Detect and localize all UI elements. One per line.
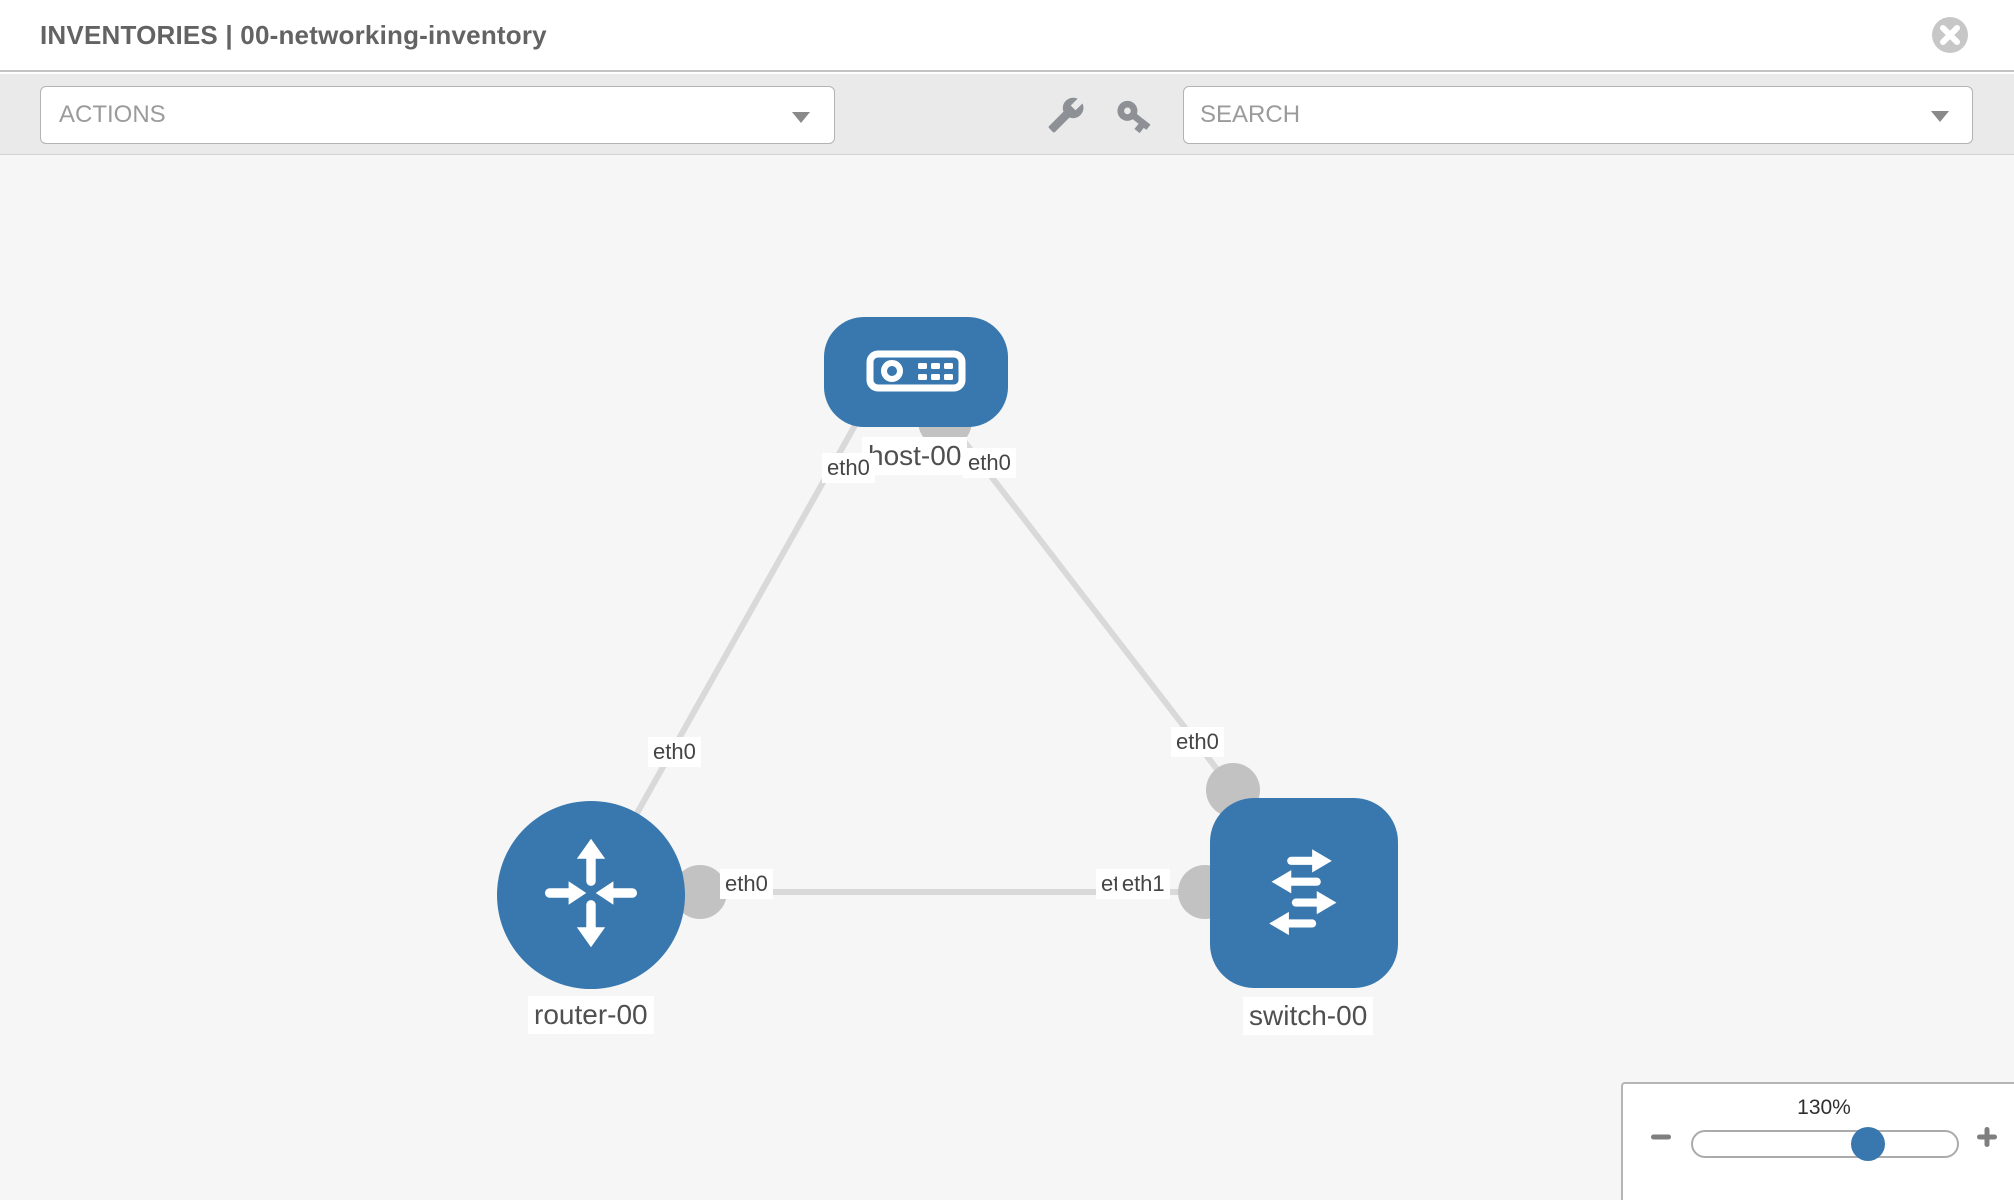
zoom-level-label: 130% — [1797, 1096, 1851, 1119]
toolbar: ACTIONS — [0, 74, 2014, 155]
host-icon — [866, 342, 966, 403]
zoom-slider-track[interactable] — [1691, 1127, 1959, 1161]
plus-icon — [1974, 1126, 2000, 1153]
node-switch-00[interactable] — [1210, 798, 1398, 988]
zoom-in-button[interactable] — [1969, 1120, 2005, 1156]
key-icon — [1114, 100, 1154, 139]
switch-icon — [1246, 833, 1362, 954]
node-label-switch: switch-00 — [1243, 997, 1374, 1035]
caret-down-icon — [1931, 111, 1949, 122]
node-router-00[interactable] — [497, 801, 685, 989]
header: INVENTORIES | 00-networking-inventory — [0, 0, 2014, 72]
iface-label-switch-left: eth1 — [1116, 869, 1170, 899]
minus-icon — [1648, 1134, 1674, 1153]
topology-canvas[interactable] — [0, 155, 2014, 1200]
page-title: INVENTORIES | 00-networking-inventory — [40, 20, 547, 50]
iface-label-switch-top: eth0 — [1171, 727, 1224, 757]
configure-button[interactable] — [1044, 96, 1088, 136]
router-icon — [532, 834, 650, 957]
credentials-button[interactable] — [1112, 96, 1156, 136]
close-button[interactable] — [1931, 16, 1969, 54]
iface-label-host-right: eth0 — [963, 448, 1016, 478]
node-host-00[interactable] — [824, 317, 1008, 427]
node-label-host: host-00 — [862, 437, 968, 475]
zoom-panel: 130% — [1621, 1082, 2014, 1200]
search-input[interactable] — [1183, 86, 1973, 144]
caret-down-icon — [792, 112, 810, 123]
zoom-slider-thumb[interactable] — [1851, 1127, 1885, 1161]
iface-label-router-top: eth0 — [648, 737, 701, 767]
actions-dropdown[interactable]: ACTIONS — [40, 86, 835, 144]
iface-label-switch-left-group: eth0 eth1 — [1096, 869, 1170, 899]
iface-label-host-left: eth0 — [822, 453, 875, 483]
wrench-icon — [1047, 97, 1085, 137]
zoom-out-button[interactable] — [1643, 1120, 1679, 1156]
node-label-router: router-00 — [528, 996, 654, 1034]
search-box — [1183, 86, 1973, 144]
actions-dropdown-label: ACTIONS — [59, 101, 166, 128]
close-icon — [1931, 17, 1969, 57]
iface-label-router-right: eth0 — [720, 869, 773, 899]
